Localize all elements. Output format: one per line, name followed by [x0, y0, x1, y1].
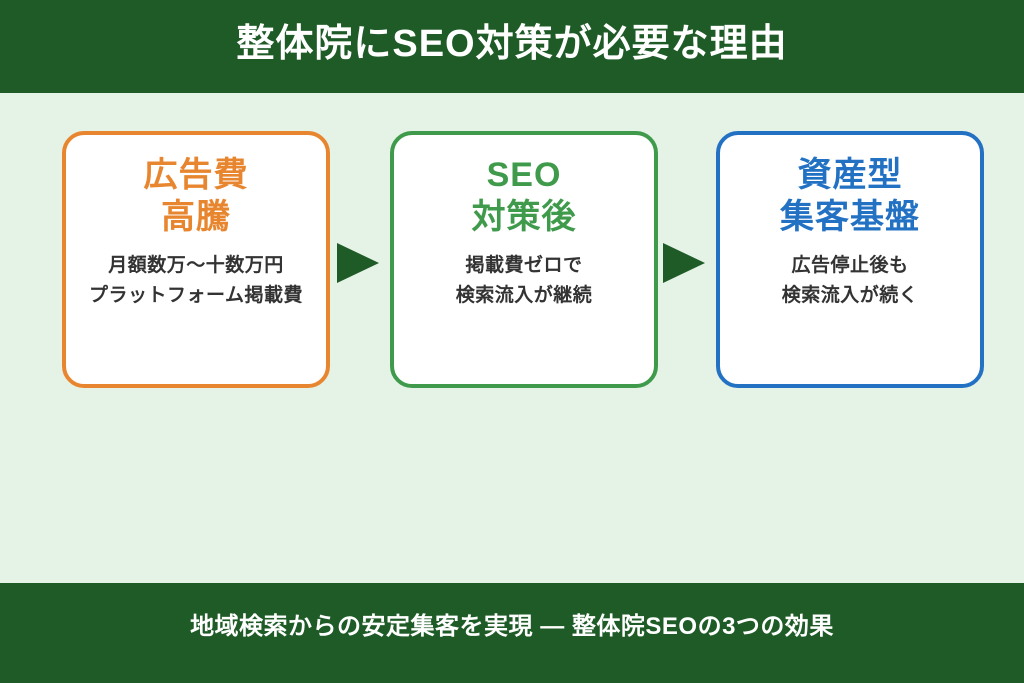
- card-title-line: 集客基盤: [780, 198, 920, 236]
- card-title-line: 広告費: [143, 156, 249, 194]
- arrow-right-icon: [663, 243, 705, 283]
- card-title-line: SEO: [486, 156, 562, 194]
- card-title: 広告費 高騰: [66, 154, 326, 238]
- flow-diagram: 広告費 高騰 月額数万〜十数万円 プラットフォーム掲載費 SEO 対策後 掲載費…: [0, 93, 1024, 583]
- card-body: 月額数万〜十数万円 プラットフォーム掲載費: [66, 251, 326, 311]
- card-title-line: 資産型: [797, 156, 903, 194]
- card-title-line: 対策後: [471, 198, 577, 236]
- header-band: 整体院にSEO対策が必要な理由: [0, 0, 1024, 93]
- card-body-line: プラットフォーム掲載費: [89, 285, 303, 306]
- card-body-line: 掲載費ゼロで: [465, 255, 583, 276]
- card-body-line: 検索流入が継続: [455, 285, 593, 306]
- page-title: 整体院にSEO対策が必要な理由: [236, 23, 788, 65]
- footer-band: 地域検索からの安定集客を実現 — 整体院SEOの3つの効果: [0, 583, 1024, 683]
- card-asset-customer-base: 資産型 集客基盤 広告停止後も 検索流入が続く: [716, 131, 984, 388]
- card-body: 掲載費ゼロで 検索流入が継続: [394, 251, 654, 311]
- card-after-seo: SEO 対策後 掲載費ゼロで 検索流入が継続: [390, 131, 658, 388]
- card-body-line: 広告停止後も: [791, 255, 909, 276]
- card-title-line: 高騰: [161, 198, 231, 236]
- card-body: 広告停止後も 検索流入が続く: [720, 251, 980, 311]
- footer-caption: 地域検索からの安定集客を実現 — 整体院SEOの3つの効果: [190, 612, 834, 640]
- card-body-line: 検索流入が続く: [781, 285, 919, 306]
- card-ad-cost-rise: 広告費 高騰 月額数万〜十数万円 プラットフォーム掲載費: [62, 131, 330, 388]
- card-title: SEO 対策後: [394, 154, 654, 238]
- arrow-right-icon: [337, 243, 379, 283]
- card-body-line: 月額数万〜十数万円: [108, 255, 284, 276]
- card-title: 資産型 集客基盤: [720, 154, 980, 238]
